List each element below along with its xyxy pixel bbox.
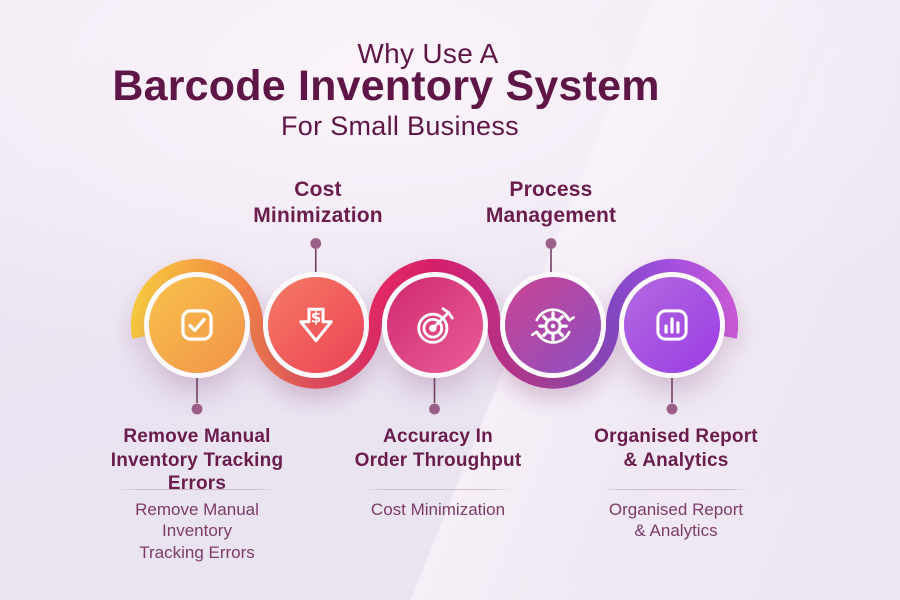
- label-line: Organised Report: [594, 426, 758, 447]
- title-pre: Why Use A: [357, 38, 499, 69]
- divider-2: [362, 489, 514, 490]
- label-line: Accuracy In: [383, 426, 493, 447]
- check-square-icon: [181, 309, 213, 341]
- step-circle-3: [386, 277, 483, 373]
- label-line: Order Throughput: [354, 449, 522, 471]
- label-line: Cost Minimization: [370, 500, 506, 519]
- step-circle-1: [149, 277, 245, 373]
- connector-step-2: [310, 238, 322, 277]
- label-remove-errors-subtext: Remove Manual Inventory Tracking Errors: [135, 499, 259, 563]
- label-organised-report-subtext: Organised Report & Analytics: [609, 499, 743, 542]
- label-line: Minimization: [253, 204, 383, 227]
- price-drop-icon: $: [299, 307, 333, 343]
- svg-text:$: $: [310, 308, 321, 326]
- label-line: Errors: [167, 473, 227, 494]
- label-line: & Analytics: [623, 449, 729, 471]
- divider-1: [116, 489, 278, 490]
- connector-dot: [310, 238, 322, 249]
- label-line: Organised Report: [608, 500, 744, 519]
- connector-step-3: [429, 373, 440, 415]
- connector-step-1: [191, 373, 203, 415]
- connector-dot: [666, 403, 678, 415]
- bar-chart-icon: [656, 309, 688, 341]
- label-line: & Analytics: [634, 521, 718, 541]
- label-line: Inventory: [162, 521, 232, 541]
- connector-step-4: [545, 238, 557, 277]
- process-sync-icon: [531, 308, 576, 344]
- page-title: Barcode Inventory System: [112, 62, 660, 110]
- divider-3: [600, 489, 752, 490]
- connector-dot: [545, 238, 557, 249]
- label-line: Process: [509, 178, 593, 201]
- label-accuracy-heading: Accuracy In Order Throughput: [355, 425, 522, 472]
- label-line: Cost: [294, 178, 342, 201]
- ribbon-path: [130, 258, 739, 389]
- label-line: Tracking Errors: [139, 542, 255, 562]
- title-sub: For Small Business: [281, 111, 519, 141]
- label-process-management: Process Management: [486, 177, 616, 229]
- connector-dot: [191, 403, 203, 415]
- step-circle-4: [505, 277, 602, 373]
- label-line: Management: [485, 204, 617, 227]
- label-organised-report-heading: Organised Report & Analytics: [594, 425, 758, 472]
- label-cost-minimization: Cost Minimization: [253, 177, 383, 229]
- label-line: Inventory Tracking: [110, 449, 284, 471]
- connector-dot: [429, 403, 440, 415]
- label-accuracy-subtext: Cost Minimization: [371, 499, 505, 520]
- label-line: Remove Manual: [123, 426, 271, 447]
- label-remove-errors-heading: Remove Manual Inventory Tracking Errors: [111, 425, 284, 496]
- connector-step-5: [666, 373, 678, 415]
- target-icon: [416, 307, 454, 344]
- step-circle-2: $: [267, 277, 364, 373]
- step-circle-5: [624, 277, 720, 373]
- label-line: Remove Manual: [135, 500, 259, 519]
